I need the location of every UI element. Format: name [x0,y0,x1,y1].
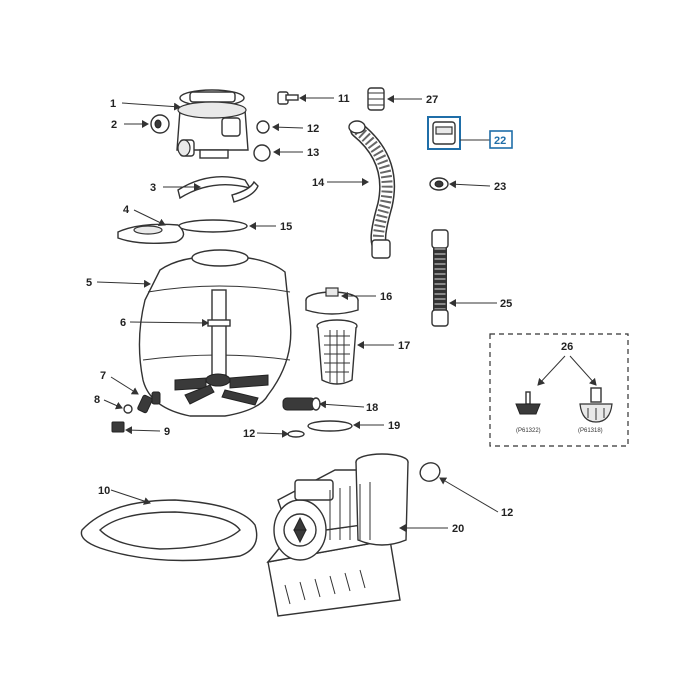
label-23: 23 [494,181,506,193]
variant-right-part [579,387,613,423]
tank-base [80,499,258,562]
label-12-top: 12 [307,123,319,135]
label-17: 17 [398,340,410,352]
variant-box [489,333,629,447]
connector-27 [367,87,385,111]
o-ring-19 [307,420,353,432]
hose-25 [431,229,449,327]
label-20: 20 [452,523,464,535]
drain-cap [111,421,125,433]
label-10: 10 [98,485,110,497]
hose-14 [348,120,396,259]
o-ring-top [256,120,270,134]
laterals [174,289,269,406]
label-14: 14 [312,177,325,189]
strainer-lid [305,287,359,315]
label-12-bottom: 12 [243,428,255,440]
label-19: 19 [388,420,400,432]
variant-left-part [515,391,541,415]
label-22-box [489,130,513,149]
label-27: 27 [426,94,438,106]
variant-left-code: (P61322) [516,428,541,434]
variant-right-code: (P61318) [578,428,603,434]
o-ring-bottom [287,430,305,438]
label-25: 25 [500,298,512,310]
tank-o-ring [178,219,248,233]
label-16: 16 [380,291,392,303]
label-2: 2 [111,119,117,131]
label-18: 18 [366,402,378,414]
leader-lines [96,94,499,532]
label-9: 9 [164,426,170,438]
label-5: 5 [86,277,92,289]
clamp [177,175,259,203]
label-6: 6 [120,317,126,329]
label-3: 3 [150,182,156,194]
cartridge-18 [282,397,321,411]
label-22: 22 [494,135,506,147]
label-26: 26 [561,341,573,353]
multiport-valve [176,89,249,159]
label-12-right: 12 [501,507,513,519]
label-13: 13 [307,147,319,159]
valve-cap [150,114,170,134]
drain-o-ring [123,404,133,414]
callout-labels: 1 2 11 27 12 13 22 3 14 23 4 15 5 16 25 … [86,93,603,535]
drain-plug [137,391,161,414]
pressure-gauge [277,91,299,105]
strainer-22 [427,116,461,150]
diffuser [117,223,185,245]
label-11: 11 [338,93,350,105]
gasket-13 [253,144,271,162]
hose-clamp-23 [429,177,449,191]
label-4: 4 [123,204,130,216]
pump [266,453,409,617]
label-1: 1 [110,98,116,110]
label-15: 15 [280,221,292,233]
label-8: 8 [94,394,100,406]
strainer-basket [316,319,358,385]
o-ring-right [419,462,441,482]
label-7: 7 [100,370,106,382]
